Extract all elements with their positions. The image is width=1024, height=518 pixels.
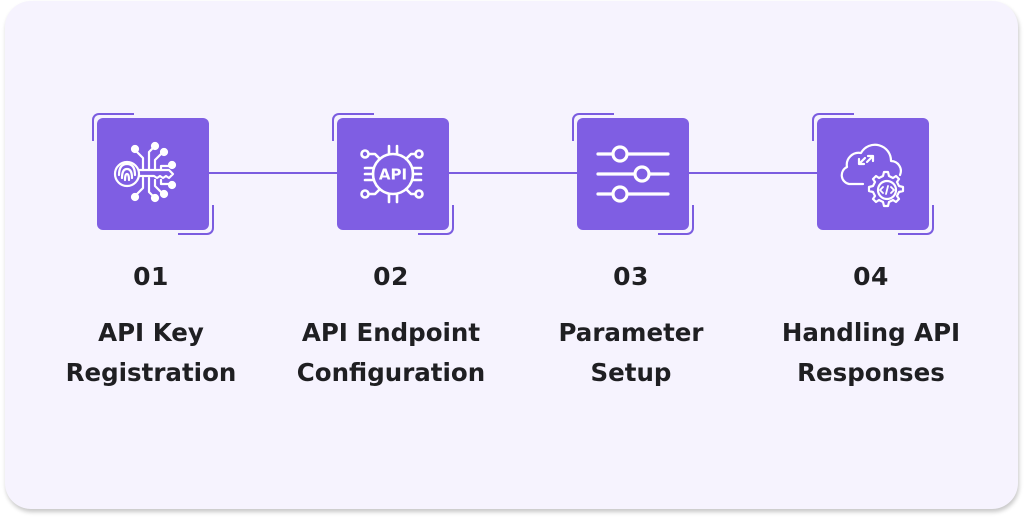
corner-bracket-bottom-right	[658, 205, 694, 235]
step-3-title: Parameter Setup	[511, 313, 751, 393]
step-3-title-line-1: Parameter	[558, 318, 704, 347]
step-1-icon-box	[97, 118, 209, 230]
step-3-title-line-2: Setup	[590, 358, 672, 387]
fingerprint-key-circuit-icon	[113, 141, 177, 203]
step-3-number: 03	[613, 262, 649, 291]
diagram-card	[5, 1, 1018, 509]
corner-bracket-top-left	[572, 113, 614, 141]
step-2-icon-frame: API	[332, 113, 454, 235]
step-1-title-line-1: API Key	[98, 318, 204, 347]
step-1-icon-frame	[92, 113, 214, 235]
step-4-icon-frame	[812, 113, 934, 235]
connector-line-2-3	[449, 172, 577, 174]
step-3-icon-box	[577, 118, 689, 230]
step-4-title: Handling API Responses	[751, 313, 991, 393]
api-chip-icon: API	[360, 144, 424, 204]
corner-bracket-bottom-right	[418, 205, 454, 235]
connector-line-1-2	[209, 172, 337, 174]
step-1-title-line-2: Registration	[65, 358, 237, 387]
corner-bracket-bottom-right	[178, 205, 214, 235]
step-4-icon-box	[817, 118, 929, 230]
sliders-icon	[596, 145, 670, 203]
step-3-icon-frame	[572, 113, 694, 235]
step-2-number: 02	[373, 262, 409, 291]
step-2-icon-box: API	[337, 118, 449, 230]
step-4-number: 04	[853, 262, 889, 291]
step-1-number: 01	[133, 262, 169, 291]
step-2-title: API Endpoint Configuration	[271, 313, 511, 393]
corner-bracket-top-left	[812, 113, 854, 141]
corner-bracket-bottom-right	[898, 205, 934, 235]
corner-bracket-top-left	[92, 113, 134, 141]
connector-line-3-4	[689, 172, 817, 174]
step-2-title-line-2: Configuration	[296, 358, 486, 387]
step-1-title: API Key Registration	[31, 313, 271, 393]
step-4-title-line-2: Responses	[797, 358, 945, 387]
step-4-title-line-1: Handling API	[781, 318, 961, 347]
corner-bracket-top-left	[332, 113, 374, 141]
step-2-title-line-1: API Endpoint	[301, 318, 481, 347]
cloud-code-gear-icon	[840, 143, 905, 208]
api-label: API	[379, 166, 407, 184]
